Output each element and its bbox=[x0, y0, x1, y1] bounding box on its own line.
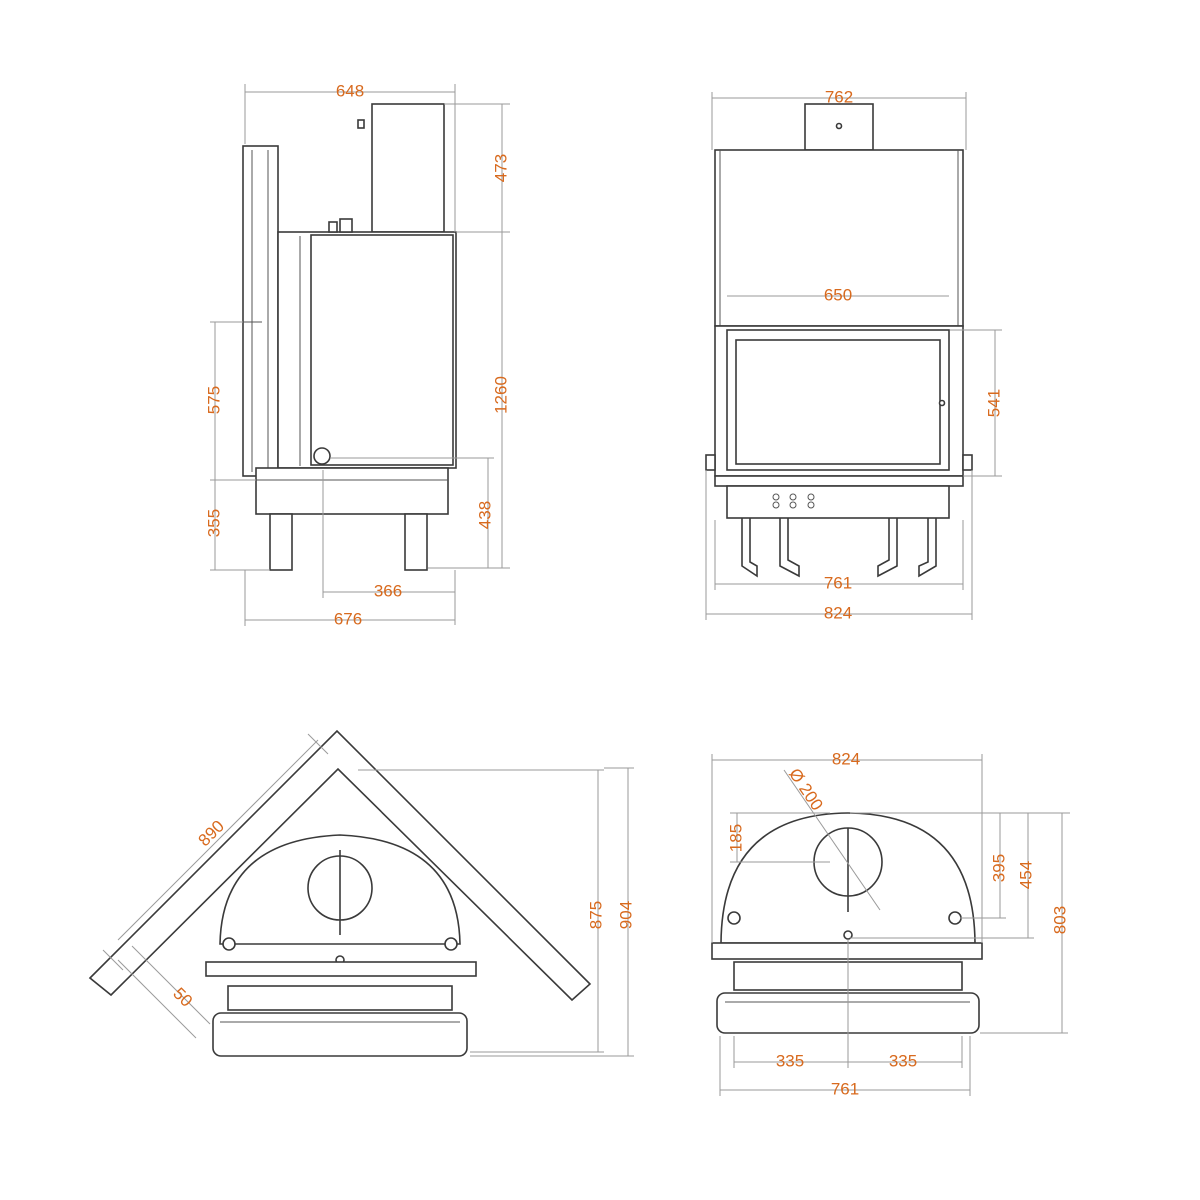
side-view: 648 473 1260 438 575 355 366 676 bbox=[204, 81, 510, 628]
dim-top-base-width: 761 bbox=[831, 1079, 859, 1098]
firebox-body bbox=[277, 231, 457, 469]
flue-clip bbox=[357, 119, 365, 129]
base-box bbox=[255, 467, 449, 515]
dim-top-half-left: 335 bbox=[776, 1051, 804, 1070]
front-leg bbox=[269, 513, 293, 571]
corner-walls bbox=[88, 729, 592, 1002]
dim-top-flue-offset: 185 bbox=[726, 824, 745, 852]
front-view: 762 650 541 761 824 bbox=[705, 87, 1003, 622]
door-handle-icon bbox=[313, 447, 331, 465]
dim-side-body-height: 1260 bbox=[491, 376, 510, 414]
dim-front-legs-width: 761 bbox=[824, 573, 852, 592]
front-leg-2 bbox=[779, 518, 800, 578]
dim-front-glass-height: 541 bbox=[984, 389, 1003, 417]
dim-side-door-height: 575 bbox=[204, 386, 223, 414]
corner-ash-drawer bbox=[212, 1012, 468, 1057]
corner-plan: 890 50 875 904 bbox=[88, 729, 635, 1057]
front-leg-3 bbox=[877, 518, 898, 578]
dim-top-overall-depth: 803 bbox=[1050, 906, 1069, 934]
glass-window bbox=[735, 339, 941, 465]
dim-top-flue-diameter: Ø 200 bbox=[785, 765, 827, 814]
dim-side-base-height: 438 bbox=[475, 501, 494, 529]
flue-pipe bbox=[371, 103, 445, 233]
dim-side-flue-height: 473 bbox=[491, 154, 510, 182]
rear-leg bbox=[404, 513, 428, 571]
dim-front-top-width: 762 bbox=[825, 87, 853, 106]
dim-top-overall-width: 824 bbox=[832, 749, 860, 768]
dim-top-rear-depth: 454 bbox=[1016, 861, 1035, 889]
top-plan: 824 Ø 200 185 395 454 803 335 335 761 bbox=[711, 749, 1070, 1098]
front-ash-drawer bbox=[726, 485, 950, 519]
dim-corner-depth-inner: 875 bbox=[586, 901, 605, 929]
front-leg-1 bbox=[741, 518, 758, 578]
dim-side-top-width: 648 bbox=[336, 81, 364, 100]
dim-side-overall-depth: 676 bbox=[334, 609, 362, 628]
door-latch-icon bbox=[938, 399, 946, 407]
dim-side-leg-height: 355 bbox=[204, 509, 223, 537]
door-panel bbox=[242, 145, 279, 477]
dim-front-overall-width: 824 bbox=[824, 603, 852, 622]
dim-corner-depth-outer: 904 bbox=[616, 901, 635, 929]
dim-front-glass-width: 650 bbox=[824, 285, 852, 304]
dim-top-half-right: 335 bbox=[889, 1051, 917, 1070]
front-leg-4 bbox=[918, 518, 937, 578]
dim-top-flue-center-depth: 395 bbox=[989, 854, 1008, 882]
front-hood bbox=[714, 149, 964, 327]
dim-side-leg-span: 366 bbox=[374, 581, 402, 600]
